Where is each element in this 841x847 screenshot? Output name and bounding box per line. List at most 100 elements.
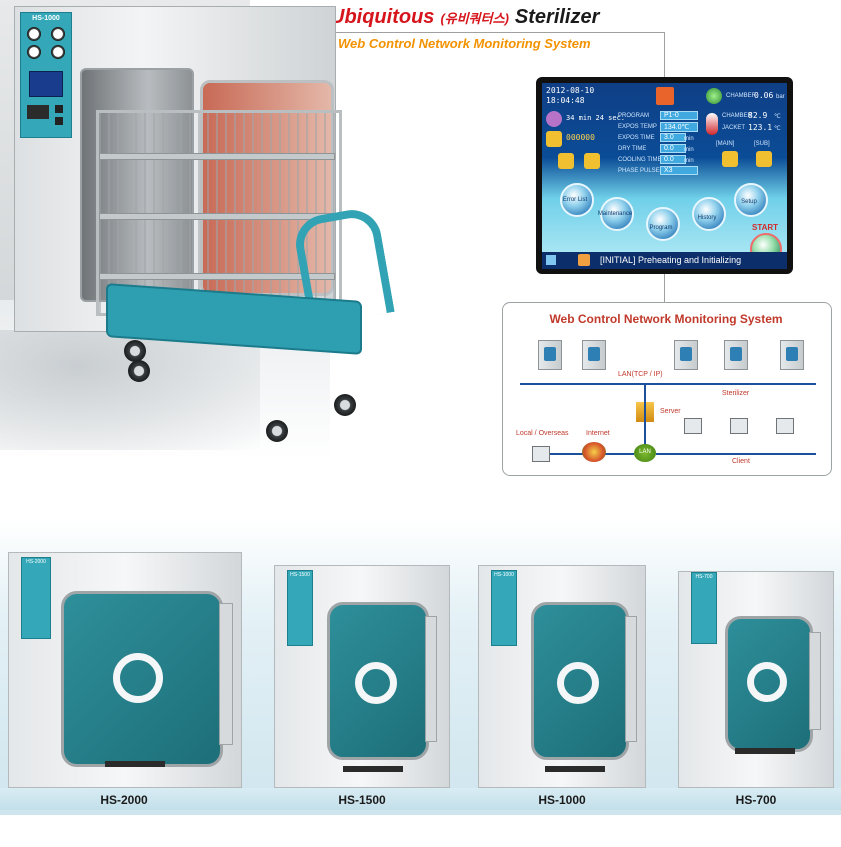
pressure-unit: bar [776,94,785,100]
brand-name: Ubiquitous [330,6,435,28]
computer-icon [684,418,702,434]
counter-icon [546,131,562,147]
network-diagram [502,302,832,476]
lock-sub-label: [SUB] [754,141,770,147]
panel-printer [27,105,49,119]
unit-min: min [684,158,694,164]
model-hs-1500: HS-1500 [274,565,450,788]
model-hinge [809,632,821,730]
model-hs-700: HS-700 [678,571,834,788]
rack-shelf [99,153,335,160]
program-button[interactable] [646,207,680,241]
expos-temp-label: EXPOS TEMP [618,124,657,130]
brand-korean: (유비쿼터스) [440,11,509,26]
model-hinge [625,616,637,742]
touchscreen-display: 2012-08-10 18:04:48 CHAMBER 0.06 bar 34 … [542,83,787,269]
panel-switch [55,105,63,113]
model-control-panel: HS-1000 [491,570,517,646]
client-label: Client [732,458,750,465]
lan-label: LAN(TCP / IP) [618,371,663,378]
logo-icon [656,87,674,105]
lock-icon[interactable] [756,151,772,167]
setup-button[interactable] [734,183,768,217]
server-label: Server [660,408,681,415]
door-handwheel-icon [747,662,787,702]
rack-shelf [99,273,335,280]
sterilizer-label: Sterilizer [722,390,750,397]
maintenance-label: Maintenance [597,211,633,217]
door-handwheel-icon [557,662,599,704]
cycle-counter: 000000 [566,133,595,142]
chamber-temp-value: 82.9 [748,111,768,120]
phase-pulse-label: PHASE PULSE [618,168,660,174]
model-drain-slot [105,761,165,767]
dry-time-label: DRY TIME [618,146,647,152]
expos-time-value: 3.0 [660,133,686,142]
cooling-time-value: 0.0 [660,155,686,164]
print-icon[interactable] [584,153,600,169]
jacket-temp-label: JACKET [722,125,746,131]
jacket-temp-value: 123.1 [748,123,773,132]
lock-icon[interactable] [722,151,738,167]
client-bus [656,453,816,455]
screen-time: 18:04:48 [546,96,585,105]
pressure-gauge-icon [51,45,65,59]
start-label: START [752,223,779,232]
model-control-panel: HS-700 [691,572,717,644]
door-handwheel-icon [355,662,397,704]
internet-globe-icon [582,442,606,462]
sterilizer-node-icon [538,340,562,370]
maintenance-button[interactable] [600,197,634,231]
program-value: P1-0 [660,111,698,120]
connector-line [664,274,665,302]
gauge-icon [706,88,722,104]
history-label: History [697,215,717,221]
sterilizer-node-icon [780,340,804,370]
history-button[interactable] [692,197,726,231]
lan-bus [520,383,816,385]
panel-touchscreen [29,71,63,97]
screen-date: 2012-08-10 [546,86,595,95]
error-list-button[interactable] [560,183,594,217]
lan-switch-icon [634,444,656,462]
model-hs-2000: HS-2000 [8,552,242,788]
clock-icon [546,111,562,127]
pressure-gauge-icon [51,27,65,41]
server-link [644,385,646,445]
model-name-hs-1500: HS-1500 [338,793,386,807]
setup-label: Setup [741,199,757,205]
cooling-time-label: COOLING TIME [618,157,662,163]
model-name-hs-2000: HS-2000 [100,793,148,807]
model-panel-label: HS-1500 [290,572,310,578]
error-list-label: Error List [562,197,588,203]
panel-switch [55,117,63,125]
model-drain-slot [735,748,795,754]
expos-time-label: EXPOS TIME [618,135,655,141]
program-button-label: Program [649,225,673,231]
thermometer-icon [706,113,718,135]
unit-min: min [684,136,694,142]
chamber-pressure-value: 0.06 [754,91,774,100]
network-icon [546,255,556,265]
lock-main-label: [MAIN] [716,141,735,147]
computer-icon [730,418,748,434]
cart-wheel [334,394,356,416]
model-hinge [425,616,437,742]
panel-model-label: HS-1000 [32,15,60,22]
computer-icon [776,418,794,434]
sterilizer-node-icon [724,340,748,370]
temp-unit: ℃ [774,126,781,132]
connector-line [664,32,665,77]
connector-line [214,32,664,33]
model-control-panel: HS-2000 [21,557,51,639]
pressure-gauge-icon [27,27,41,41]
model-name-hs-700: HS-700 [735,793,777,807]
program-label: PROGRAM [618,113,650,119]
model-control-panel: HS-1500 [287,570,313,646]
dry-time-value: 0.0 [660,144,686,153]
cart-wheel [128,360,150,382]
sterilizer-node-icon [674,340,698,370]
pressure-gauge-icon [27,45,41,59]
control-panel: HS-1000 [20,12,72,138]
status-message: [INITIAL] Preheating and Initializing [600,255,742,265]
